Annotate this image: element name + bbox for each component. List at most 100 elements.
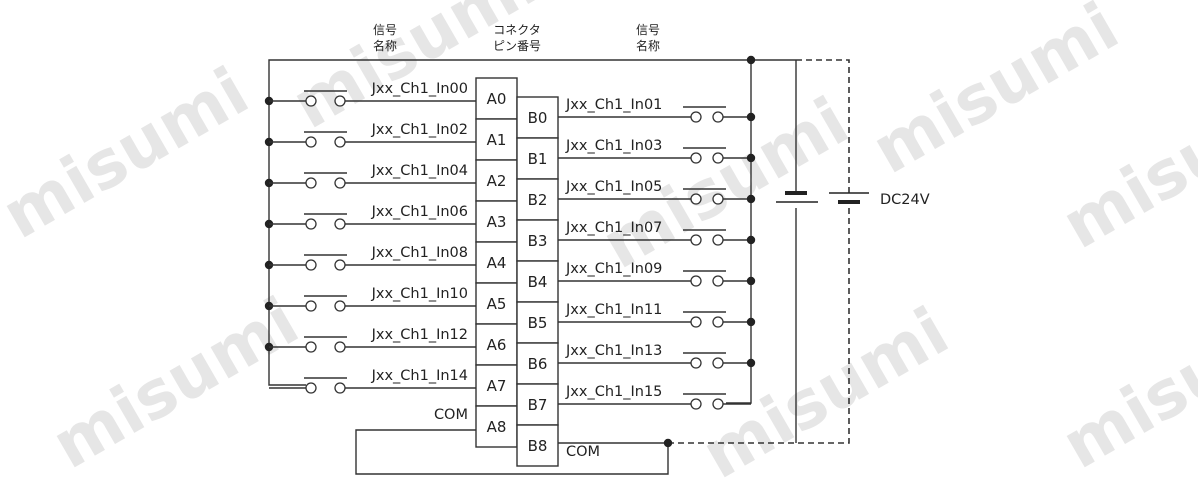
header-left-signal-line2: 名称 bbox=[373, 38, 397, 53]
battery-right-lower-dashed bbox=[668, 208, 850, 444]
switch-contact bbox=[690, 193, 702, 205]
right-bus-node bbox=[746, 276, 756, 286]
pin-label-a: A4 bbox=[487, 254, 507, 272]
pin-label-b: B7 bbox=[528, 396, 548, 414]
watermark-text: misumi bbox=[0, 53, 261, 254]
pin-cell-b bbox=[516, 137, 559, 180]
switch-contact bbox=[334, 259, 346, 271]
switch-contact bbox=[712, 152, 724, 164]
header-connector-line1: コネクタ bbox=[493, 23, 541, 37]
switch-contact bbox=[334, 177, 346, 189]
pin-cell-a bbox=[475, 405, 518, 448]
left-signal-label: Jxx_Ch1_In14 bbox=[371, 368, 468, 384]
pin-label-a: A5 bbox=[487, 295, 507, 313]
top-wire bbox=[268, 59, 796, 101]
switch-contact bbox=[305, 341, 317, 353]
right-bus-node bbox=[746, 112, 756, 122]
pin-cell-b bbox=[516, 301, 559, 344]
header-right-signal-line1: 信号 bbox=[636, 23, 660, 37]
watermark-text: misumi bbox=[690, 293, 962, 494]
watermark-text: misumi bbox=[1050, 283, 1198, 484]
left-signal-label: Jxx_Ch1_In06 bbox=[371, 204, 468, 220]
com-junction-node bbox=[663, 438, 673, 448]
com-loop-wire bbox=[355, 429, 669, 475]
pin-cell-b bbox=[516, 383, 559, 426]
wiring-frame: DC24V bbox=[268, 55, 930, 475]
switch-contact bbox=[334, 300, 346, 312]
right-bus-wire bbox=[726, 60, 752, 404]
pin-label-a: A6 bbox=[487, 336, 507, 354]
right-bus-node bbox=[746, 194, 756, 204]
pin-label-b: B6 bbox=[528, 355, 548, 373]
power-label: DC24V bbox=[880, 192, 930, 208]
left-signal-label: Jxx_Ch1_In04 bbox=[371, 163, 468, 179]
switch-contact bbox=[690, 111, 702, 123]
switch-contact bbox=[334, 136, 346, 148]
pin-cell-b bbox=[516, 424, 559, 467]
left-signal-rows: Jxx_Ch1_In00Jxx_Ch1_In02Jxx_Ch1_In04Jxx_… bbox=[264, 81, 476, 423]
switch-contact bbox=[690, 316, 702, 328]
pin-label-b: B3 bbox=[528, 232, 548, 250]
right-bus-node bbox=[746, 235, 756, 245]
pin-label-a: A3 bbox=[487, 213, 507, 231]
pin-label-a: A0 bbox=[487, 90, 507, 108]
switch-contact bbox=[712, 316, 724, 328]
pin-label-b: B1 bbox=[528, 150, 548, 168]
right-signal-label: Jxx_Ch1_In09 bbox=[565, 261, 662, 277]
left-signal-label: Jxx_Ch1_In00 bbox=[371, 81, 468, 97]
pin-label-a: A7 bbox=[487, 377, 507, 395]
top-junction-node bbox=[746, 55, 756, 65]
pin-label-b: B8 bbox=[528, 437, 548, 455]
switch-contact bbox=[305, 259, 317, 271]
switch-contact bbox=[305, 300, 317, 312]
pin-cell-b bbox=[516, 342, 559, 385]
right-signal-label: Jxx_Ch1_In05 bbox=[565, 179, 662, 195]
switch-contact bbox=[305, 177, 317, 189]
pin-cell-a bbox=[475, 77, 518, 120]
watermark-text: misumi bbox=[40, 283, 312, 484]
switch-contact bbox=[334, 341, 346, 353]
pin-label-b: B2 bbox=[528, 191, 548, 209]
left-signal-label: COM bbox=[434, 407, 468, 423]
pin-cell-a bbox=[475, 241, 518, 284]
switch-contact bbox=[334, 95, 346, 107]
right-signal-label: Jxx_Ch1_In03 bbox=[565, 138, 662, 154]
switch-contact bbox=[334, 218, 346, 230]
left-signal-label: Jxx_Ch1_In02 bbox=[371, 122, 468, 138]
switch-contact bbox=[690, 152, 702, 164]
pin-label-a: A2 bbox=[487, 172, 507, 190]
left-signal-label: Jxx_Ch1_In12 bbox=[371, 327, 468, 343]
right-signal-rows: Jxx_Ch1_In01Jxx_Ch1_In03Jxx_Ch1_In05Jxx_… bbox=[558, 97, 756, 460]
left-signal-label: Jxx_Ch1_In08 bbox=[371, 245, 468, 261]
right-bus-node bbox=[746, 317, 756, 327]
pin-cell-b bbox=[516, 260, 559, 303]
battery-right-upper-dashed bbox=[796, 59, 850, 195]
right-signal-label: Jxx_Ch1_In13 bbox=[565, 343, 662, 359]
watermark-text: misumi bbox=[860, 0, 1132, 189]
pin-label-b: B0 bbox=[528, 109, 548, 127]
left-signal-label: Jxx_Ch1_In10 bbox=[371, 286, 468, 302]
switch-contact bbox=[305, 95, 317, 107]
switch-contact bbox=[690, 234, 702, 246]
right-signal-label: Jxx_Ch1_In15 bbox=[565, 384, 662, 400]
header-connector-line2: ピン番号 bbox=[493, 39, 541, 53]
right-signal-label: COM bbox=[566, 444, 600, 460]
watermark-text: misumi bbox=[1050, 63, 1198, 264]
switch-contact bbox=[712, 357, 724, 369]
pin-label-a: A8 bbox=[487, 418, 507, 436]
right-signal-label: Jxx_Ch1_In11 bbox=[565, 302, 662, 318]
switch-contact bbox=[690, 357, 702, 369]
pin-cell-a bbox=[475, 323, 518, 366]
switch-contact bbox=[334, 382, 346, 394]
header-right-signal-line2: 名称 bbox=[636, 38, 660, 53]
pin-cell-b bbox=[516, 178, 559, 221]
switch-contact bbox=[712, 275, 724, 287]
switch-contact bbox=[305, 136, 317, 148]
switch-contact bbox=[690, 275, 702, 287]
pin-cell-a bbox=[475, 159, 518, 202]
right-bus-node bbox=[746, 153, 756, 163]
